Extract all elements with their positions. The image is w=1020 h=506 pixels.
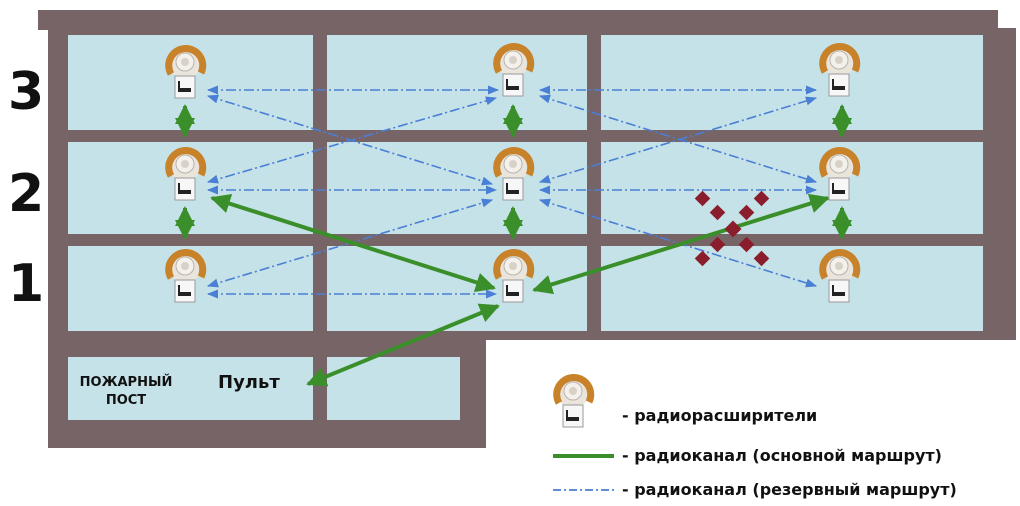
floor-number-1: 1 [8,254,45,314]
room-1-3 [601,246,983,331]
room-1-2 [327,246,587,331]
primary-link [532,193,830,295]
backup-link [206,96,498,184]
broken-link-icon [694,190,770,267]
legend-primary-label: - радиоканал (основной маршрут) [622,446,942,465]
room-fire-post [68,357,313,420]
legend-radio-expander-icon [556,374,591,427]
room-2-3 [601,142,983,234]
fire-post-label-line2: ПОСТ [105,393,147,408]
floor-number-3: 3 [8,62,45,122]
floor-number-2: 2 [8,164,45,224]
primary-link [210,193,496,293]
primary-routes [175,104,852,387]
fire-post-label: ПОЖАРНЫЙ ПОСТ [74,374,178,410]
legend-backup-label: - радиоканал (резервный маршрут) [622,480,957,499]
roof-wall [38,10,998,30]
legend-expanders-label: - радиорасширители [622,406,818,425]
console-label: Пульт [218,372,280,393]
backup-link [538,96,818,184]
legend [553,374,614,491]
room-3-3 [601,35,983,130]
room-3-2 [327,35,587,130]
fire-post-label-line1: ПОЖАРНЫЙ [79,375,173,390]
room-2-2 [327,142,587,234]
primary-link [306,303,500,387]
